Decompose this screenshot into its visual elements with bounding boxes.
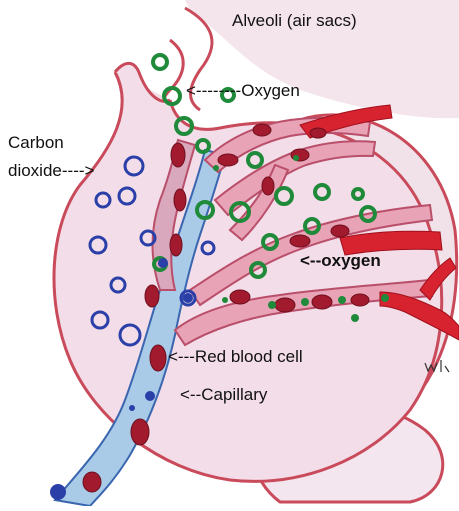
- red-blood-cell: [145, 285, 159, 307]
- oxygen-dot: [338, 296, 346, 304]
- oxygen-dot: [268, 301, 276, 309]
- red-blood-cell: [218, 154, 238, 166]
- co2-dot: [145, 391, 155, 401]
- red-blood-cell: [290, 235, 310, 247]
- oxygen-dot: [351, 314, 359, 322]
- co2-dot: [129, 405, 135, 411]
- red-blood-cell: [83, 472, 101, 492]
- red-blood-cell: [253, 124, 271, 136]
- red-blood-cell: [131, 419, 149, 445]
- red-blood-cell: [275, 298, 295, 312]
- label-carbon-line2: dioxide---->: [8, 161, 95, 180]
- oxygen-dot: [213, 165, 219, 171]
- oxygen-dot: [301, 298, 309, 306]
- red-blood-cell: [170, 234, 182, 256]
- red-blood-cell: [312, 295, 332, 309]
- oxygen-molecule: [153, 55, 167, 69]
- label-red-blood-cell: <---Red blood cell: [168, 347, 303, 366]
- co2-dot: [183, 293, 193, 303]
- red-blood-cell: [310, 128, 326, 138]
- label-oxygen-top: <--------Oxygen: [186, 81, 300, 100]
- red-blood-cell: [262, 177, 274, 195]
- red-blood-cell: [171, 143, 185, 167]
- red-blood-cell: [174, 189, 186, 211]
- red-blood-cell: [331, 225, 349, 237]
- label-capillary: <--Capillary: [180, 385, 268, 404]
- co2-dot: [50, 484, 66, 500]
- oxygen-dot: [381, 294, 389, 302]
- label-alveoli: Alveoli (air sacs): [232, 11, 357, 30]
- red-blood-cell: [351, 294, 369, 306]
- label-oxygen-right: <--oxygen: [300, 251, 381, 270]
- red-blood-cell: [230, 290, 250, 304]
- red-blood-cell: [150, 345, 166, 371]
- oxygen-dot: [222, 297, 228, 303]
- label-carbon-line1: Carbon: [8, 133, 64, 152]
- oxygen-dot: [293, 155, 299, 161]
- co2-dot: [158, 258, 168, 268]
